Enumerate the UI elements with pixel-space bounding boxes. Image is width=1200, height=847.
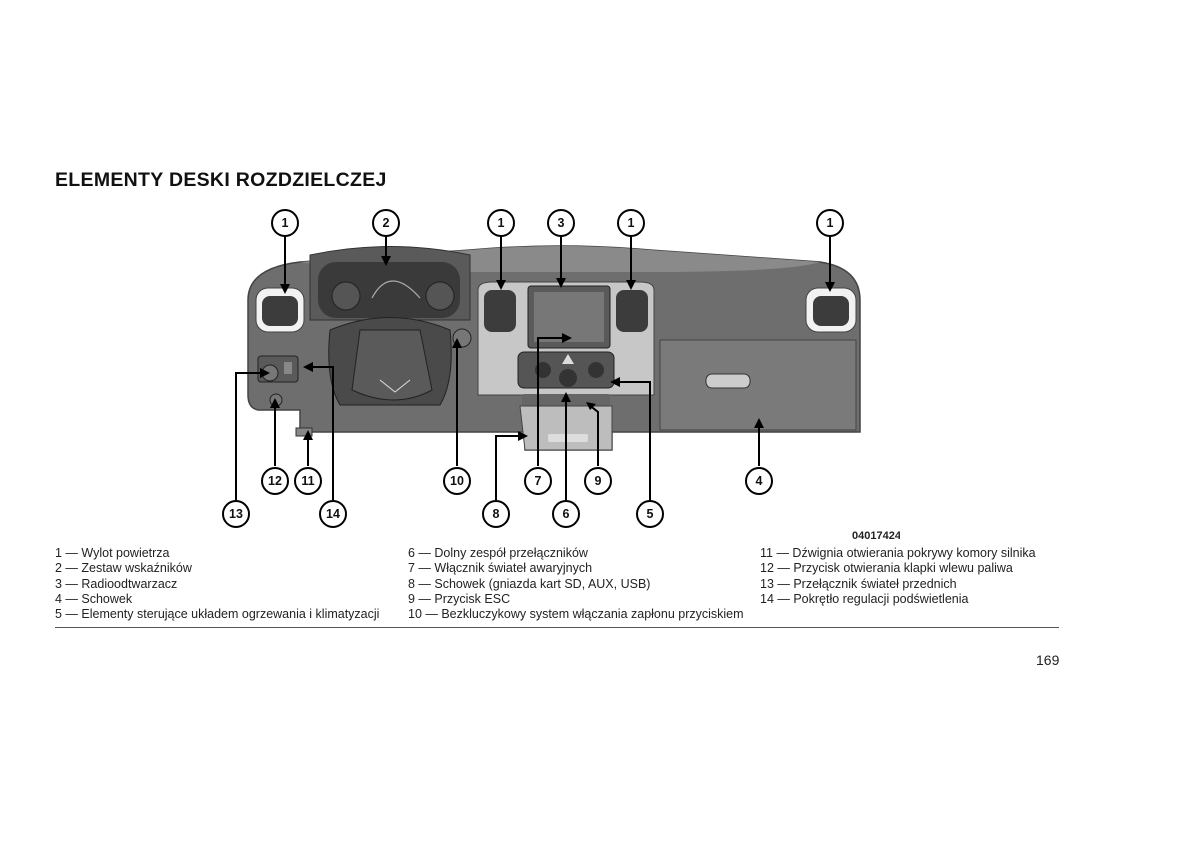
callout-8: 8 [493, 507, 500, 521]
callout-10: 10 [450, 474, 464, 488]
callout-1c: 1 [628, 216, 635, 230]
legend-item: 6 — Dolny zespół przełączników [408, 546, 588, 560]
dashboard-diagram: 1 2 1 3 1 1 13 12 11 14 10 8 7 6 9 5 4 0… [210, 204, 900, 544]
callout-9: 9 [595, 474, 602, 488]
callout-1d: 1 [827, 216, 834, 230]
legend-column-2: 6 — Dolny zespół przełączników 7 — Włącz… [408, 546, 744, 622]
legend-item: 5 — Elementy sterujące układem ogrzewani… [55, 607, 380, 622]
legend-item: 3 — Radioodtwarzacz [55, 576, 178, 591]
callout-2: 2 [383, 216, 390, 230]
page-number: 169 [1036, 652, 1060, 668]
legend-item: 13 — Przełącznik świateł przednich [760, 576, 957, 591]
callout-6: 6 [563, 507, 570, 521]
callout-11: 11 [301, 474, 314, 488]
callout-3: 3 [558, 216, 565, 230]
legend-item: 1 — Wylot powietrza [55, 546, 170, 560]
legend-item: 12 — Przycisk otwierania klapki wlewu pa… [760, 561, 1013, 576]
callout-4: 4 [756, 474, 763, 488]
divider-line [55, 627, 1059, 628]
callout-1b: 1 [498, 216, 505, 230]
legend-item: 11 — Dźwignia otwierania pokrywy komory … [760, 546, 1036, 560]
legend-column-3: 11 — Dźwignia otwierania pokrywy komory … [760, 546, 1036, 607]
callout-1a: 1 [282, 216, 289, 230]
callout-14: 14 [326, 507, 340, 521]
callout-12: 12 [268, 474, 282, 488]
legend-item: 7 — Włącznik świateł awaryjnych [408, 561, 593, 576]
callout-7: 7 [535, 474, 542, 488]
callout-5: 5 [647, 507, 654, 521]
legend-item: 14 — Pokrętło regulacji podświetlenia [760, 591, 969, 606]
legend-column-1: 1 — Wylot powietrza 2 — Zestaw wskaźnikó… [55, 546, 379, 622]
legend-item: 9 — Przycisk ESC [408, 591, 511, 606]
figure-code: 040174242 [852, 530, 900, 542]
callout-13: 13 [229, 507, 243, 521]
legend-item: 8 — Schowek (gniazda kart SD, AUX, USB) [408, 576, 651, 591]
legend-item: 2 — Zestaw wskaźników [55, 561, 192, 576]
page-title: ELEMENTY DESKI ROZDZIELCZEJ [55, 169, 387, 191]
legend-item: 4 — Schowek [55, 591, 133, 606]
legend-item: 10 — Bezkluczykowy system włączania zapł… [408, 607, 744, 622]
